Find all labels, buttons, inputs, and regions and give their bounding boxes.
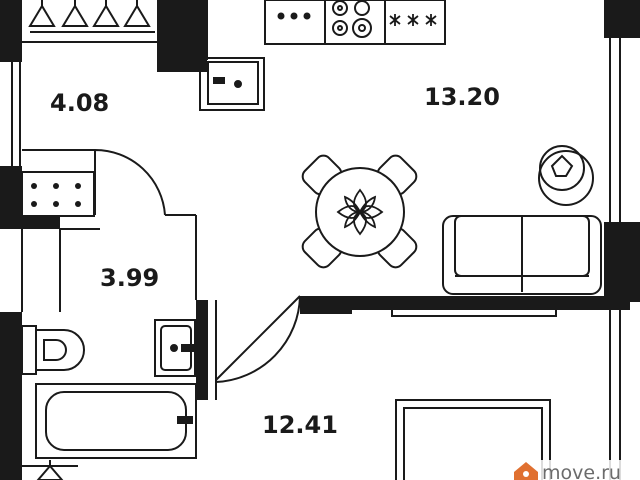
hanger-icon-bottom [22,460,78,480]
watermark: move.ru [506,460,640,480]
sink-icon [277,12,311,20]
stove-icon [332,0,372,38]
kitchen-counter [264,0,446,45]
shelf-icon [21,171,95,217]
wall-column-top [157,0,207,72]
wall-left-bottom [0,312,22,480]
flower-icon [336,188,384,236]
area-label-wardrobe: 4.08 [50,89,109,117]
door-bathroom [94,148,166,216]
thin-lines [11,0,621,480]
watermark-text: move.ru [542,462,621,480]
washbasin-icon-bath [154,319,196,377]
wall-top-left [0,0,22,62]
doors [94,148,301,383]
wall-corridor [300,296,630,310]
sofa-icon [442,215,602,295]
wall-corridor-stub [300,296,352,314]
area-label-bathroom: 3.99 [100,264,159,292]
hanger-icon [28,0,155,33]
area-label-bedroom: 12.41 [262,411,338,439]
dishwasher-icon [389,14,437,26]
tv-stand-icon [391,307,557,317]
wall-bath-top [0,215,60,229]
wall-right-top [604,0,640,38]
toilet-icon [21,325,85,375]
washbasin-icon [199,57,265,111]
door-bedroom [215,295,301,383]
wall-bath-right [196,300,206,400]
bathtub-icon [35,383,197,459]
plant-icon [538,145,594,206]
wall-right-mid [604,222,640,302]
house-pin-icon [514,462,538,480]
wall-left-mid [0,166,22,221]
area-label-kitchen-living: 13.20 [424,83,500,111]
bed-icon [395,399,551,480]
